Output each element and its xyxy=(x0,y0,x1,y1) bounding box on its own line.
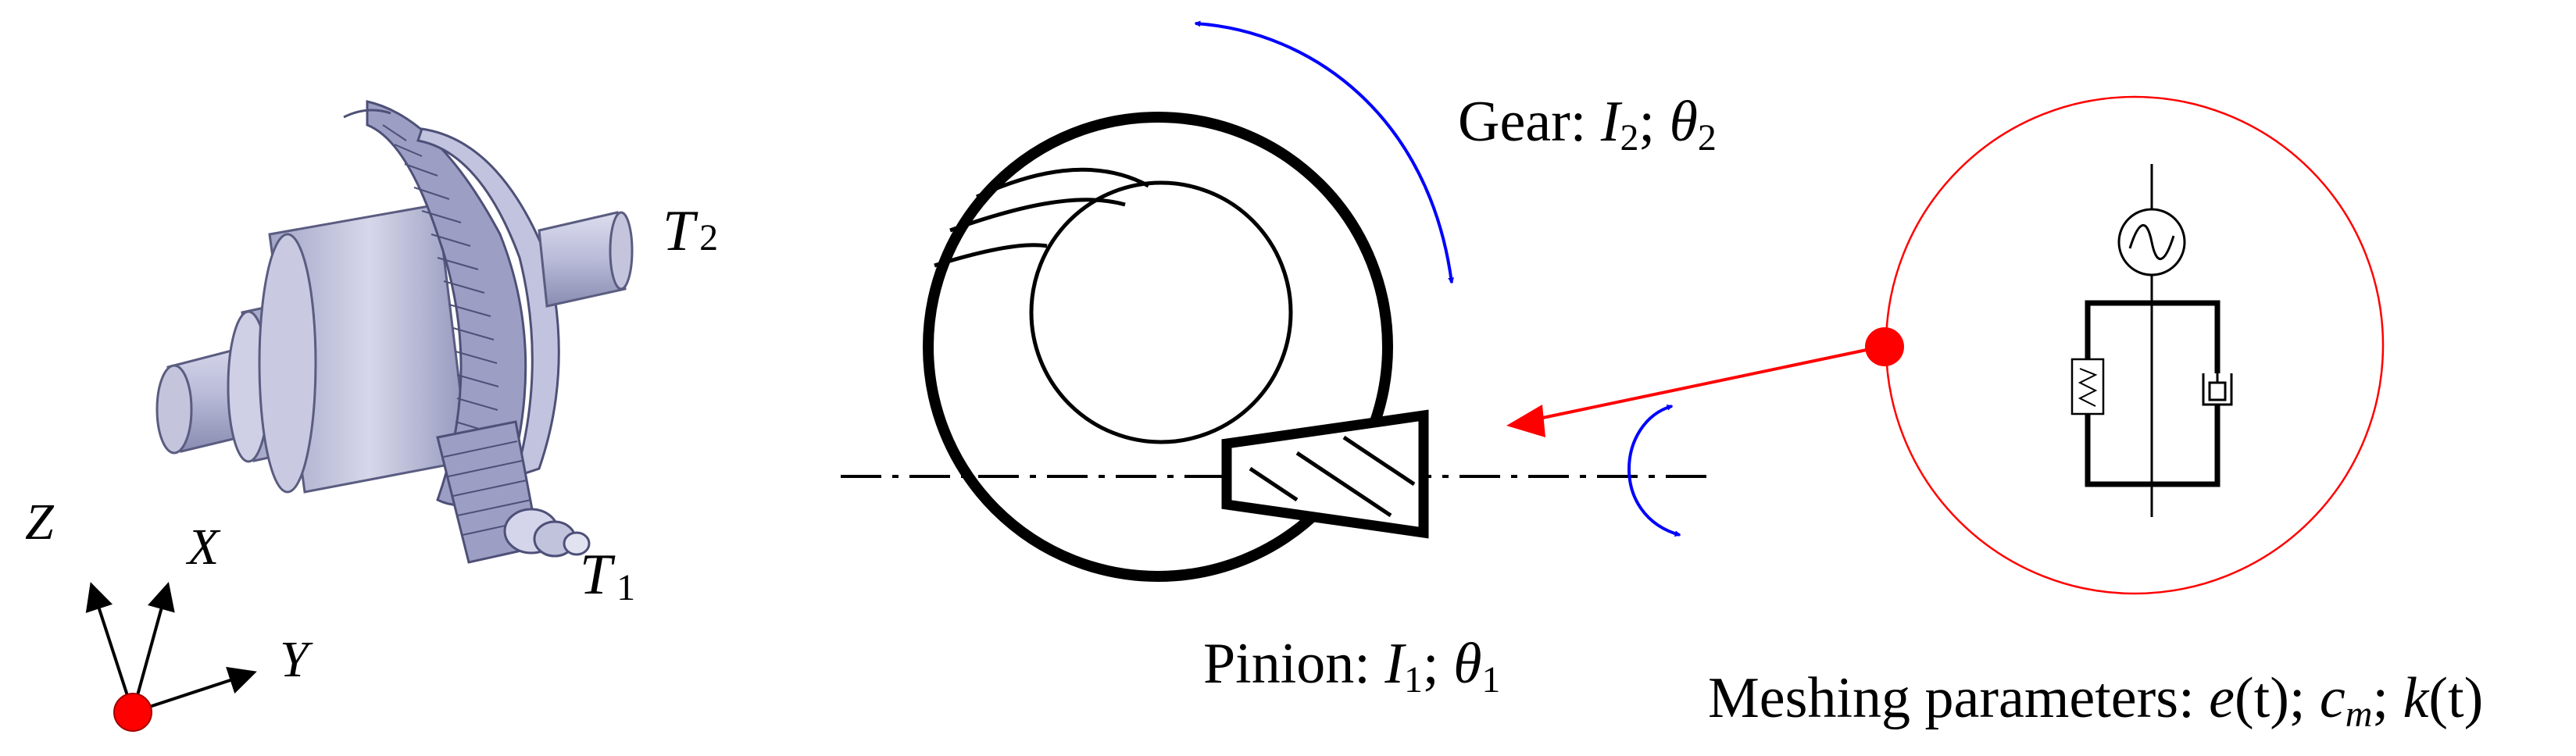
x-axis-label: X xyxy=(185,519,221,576)
zoom-circle xyxy=(1885,95,2385,595)
hub-face xyxy=(258,233,317,494)
gear-bore xyxy=(1029,180,1293,444)
pinion-rotation-arrow xyxy=(1627,404,1681,537)
coordinate-axes: Z X Y xyxy=(25,494,313,732)
x-axis xyxy=(131,582,175,713)
pinion-tooth-hatch xyxy=(1249,435,1416,518)
spring-icon xyxy=(2070,358,2105,415)
y-axis xyxy=(132,666,257,714)
origin-point xyxy=(113,693,152,732)
mesh-leader-arrow xyxy=(1531,345,1882,422)
damper-icon xyxy=(2202,373,2233,406)
gear-outline xyxy=(923,112,1393,582)
mesh-point xyxy=(1865,327,1904,366)
gear-tooth-line xyxy=(975,167,1150,199)
z-axis-label: Z xyxy=(25,494,55,551)
gear-tooth-line xyxy=(934,243,1048,268)
input-shaft-end xyxy=(155,364,193,455)
y-axis-label: Y xyxy=(280,631,313,688)
gear-rotation-arrow xyxy=(1194,20,1455,284)
pinion-gear xyxy=(436,420,591,564)
pinion-label: Pinion: I1; θ1 xyxy=(1203,632,1500,701)
gear-tooth-line xyxy=(949,198,1126,233)
gear-label: Gear: I2; θ2 xyxy=(1458,90,1717,159)
z-axis xyxy=(85,582,134,713)
meshing-parameters-label: Meshing parameters: e(t); cm; k(t) xyxy=(1708,666,2483,735)
mesh-leader-arrowhead xyxy=(1506,405,1545,437)
meshing-model xyxy=(1506,95,2385,595)
gear-schematic xyxy=(841,20,1711,582)
gear-assembly-3d xyxy=(155,100,634,564)
output-shaft-end xyxy=(609,211,634,291)
sine-source-icon xyxy=(2117,208,2186,276)
output-shaft xyxy=(538,211,627,308)
